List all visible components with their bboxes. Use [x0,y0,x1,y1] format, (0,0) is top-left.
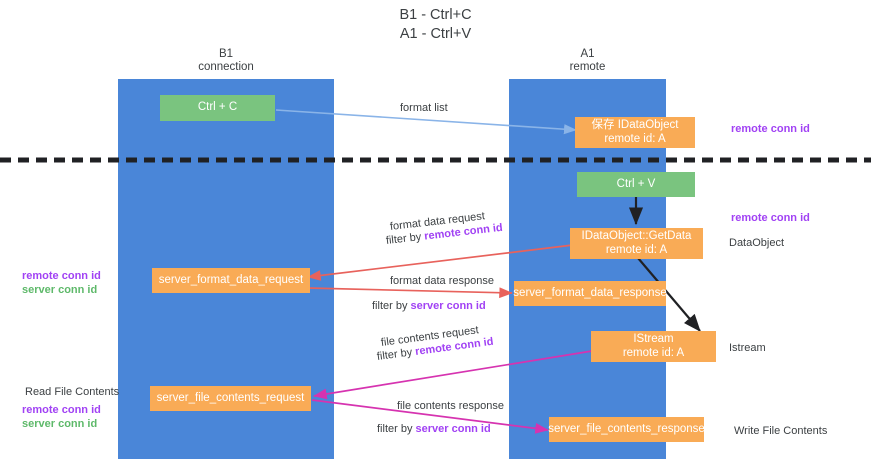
box-server-file-contents-response[interactable]: server_file_contents_response [548,417,705,442]
box-server-format-data-response-label: server_format_data_response [513,286,667,299]
note-right-istream: Istream [729,342,766,354]
box-server-format-data-request[interactable]: server_format_data_request [152,268,310,293]
column-header-a1-name: A1 [580,48,595,60]
note-right-remote-conn-id-mid: remote conn id [731,212,810,224]
note-left-read-file-contents: Read File Contents [25,386,120,398]
box-server-format-data-request-label: server_format_data_request [158,273,304,286]
note-left-remote-conn-id-bottom: remote conn id [22,404,101,416]
note-left-server-conn-id-mid: server conn id [22,284,98,296]
diagram-title-line-1: B1 - Ctrl+C [399,7,472,23]
box-idataobject-getdata[interactable]: IDataObject::GetData remote id: A [570,228,703,259]
label-format-data-response-filter: filter by server conn id [372,299,486,313]
column-header-b1-name: B1 [218,48,234,60]
label-file-contents-response-filter-key: server conn id [415,423,491,435]
arrow-format-data-response [307,287,513,299]
box-idataobject-top-line-2: remote id: A [604,132,666,145]
box-server-file-contents-response-label: server_file_contents_response [548,422,705,435]
label-format-data-response: format data response [390,275,494,287]
box-ctrl-c-label: Ctrl + C [197,101,238,114]
diagram-title: B1 - Ctrl+C A1 - Ctrl+V [0,6,871,44]
label-file-contents-response-filter: filter by server conn id [377,422,491,436]
box-getdata-line-2: remote id: A [605,243,668,256]
box-getdata-line-1: IDataObject::GetData [581,230,692,242]
box-istream[interactable]: IStream remote id: A [591,331,716,362]
label-format-data-request-filter-prefix: filter by [385,230,425,247]
note-right-write-file-contents: Write File Contents [734,425,828,437]
box-ctrl-c[interactable]: Ctrl + C [160,95,275,121]
note-right-remote-conn-id-top: remote conn id [731,123,810,135]
diagram-title-line-2: A1 - Ctrl+V [399,26,472,42]
label-format-list: format list [400,102,448,114]
box-istream-line-1: IStream [633,333,674,345]
column-header-b1: B1 connection [118,48,334,74]
box-istream-line-2: remote id: A [622,346,685,359]
box-idataobject-top-line-1: 保存 IDataObject [591,119,679,131]
label-file-contents-response: file contents response [397,400,505,412]
box-server-file-contents-request-label: server_file_contents_request [156,391,305,404]
label-file-contents-request-filter-prefix: filter by [376,346,416,363]
box-idataobject-top[interactable]: 保存 IDataObject remote id: A [575,117,695,148]
label-format-data-response-filter-key: server conn id [410,300,486,312]
box-ctrl-v-label: Ctrl + V [616,177,656,190]
box-server-format-data-response[interactable]: server_format_data_response [513,281,667,306]
column-header-a1: A1 remote [509,48,666,74]
box-server-file-contents-request[interactable]: server_file_contents_request [150,386,311,411]
column-header-a1-sub: remote [569,61,606,73]
note-right-dataobject: DataObject [729,237,785,249]
note-left-server-conn-id-bottom: server conn id [22,418,98,430]
label-file-contents-response-filter-prefix: filter by [377,423,416,435]
box-ctrl-v[interactable]: Ctrl + V [577,172,695,197]
note-left-remote-conn-id-mid: remote conn id [22,270,101,282]
column-header-b1-sub: connection [198,61,254,73]
label-format-data-response-filter-prefix: filter by [372,300,411,312]
